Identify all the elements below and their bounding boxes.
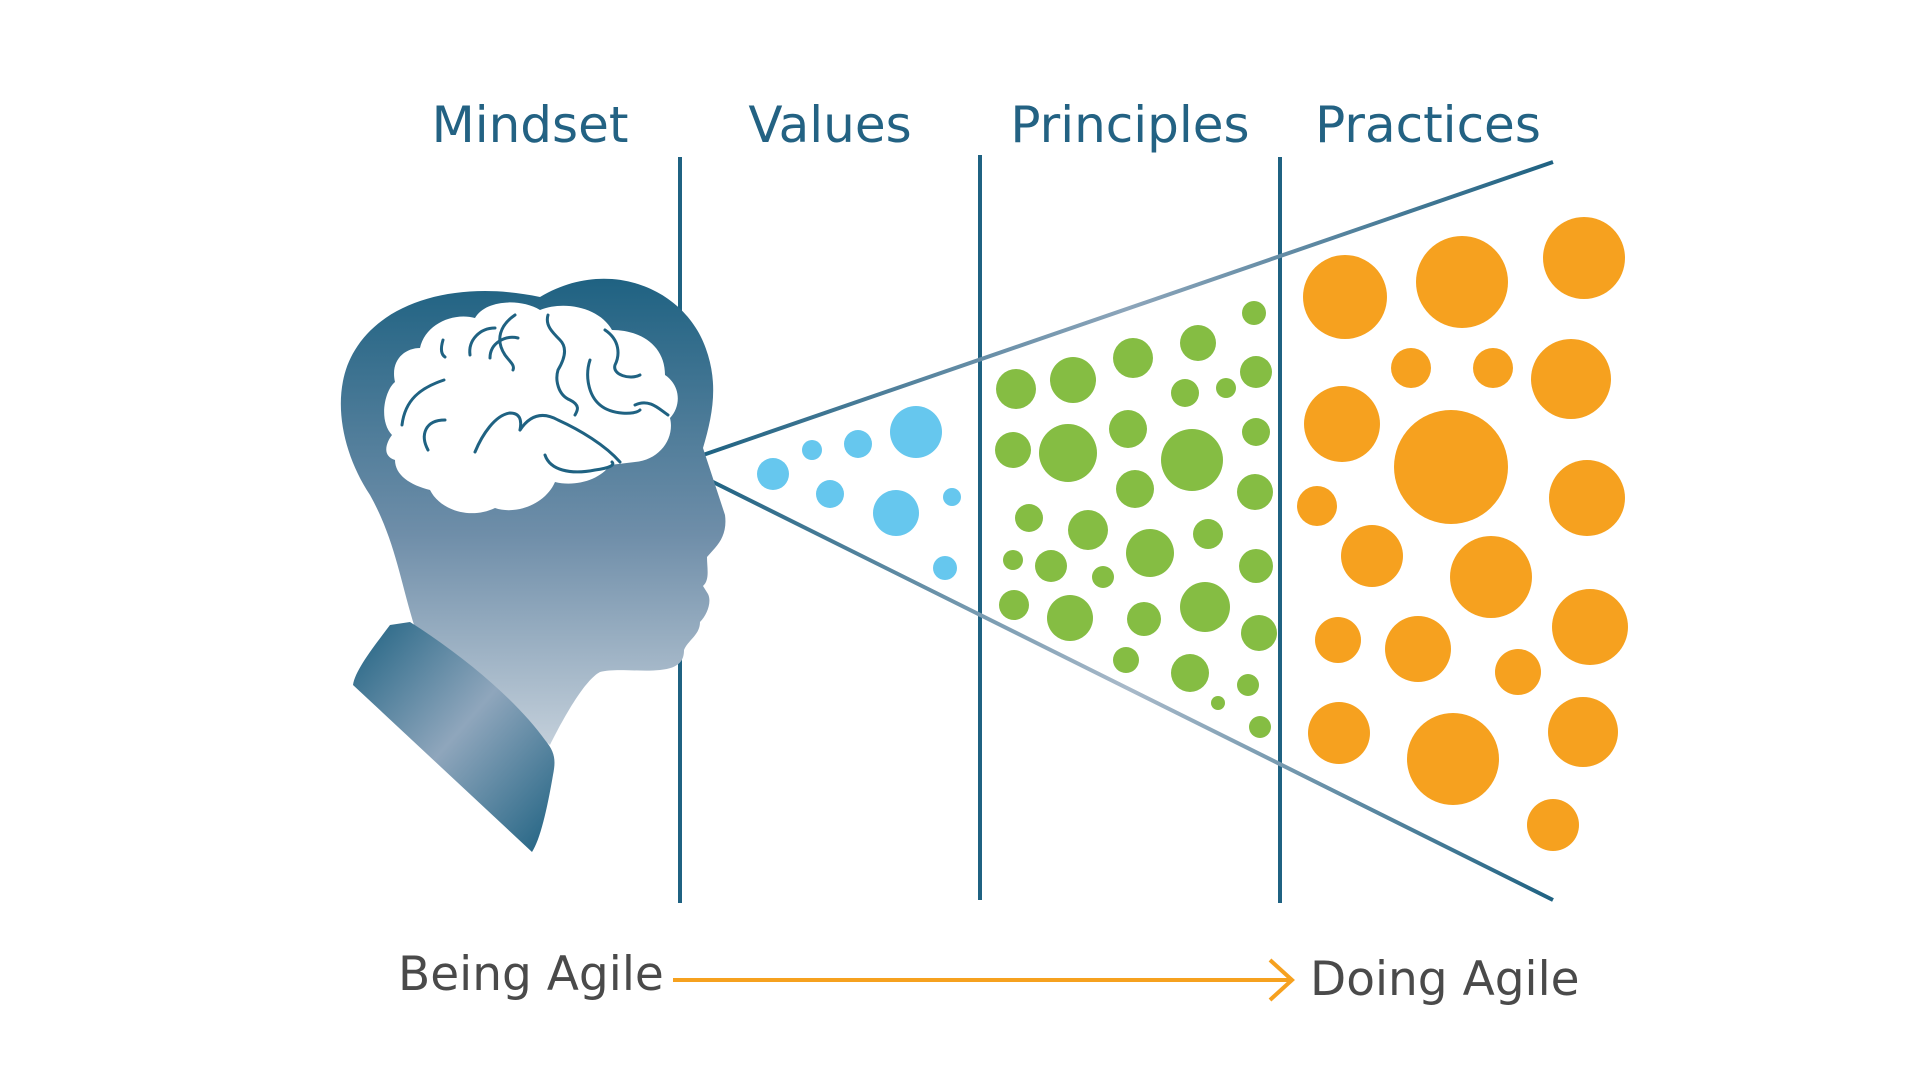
principles-dot [1113,338,1153,378]
stage-label-practices: Practices [1315,96,1541,154]
right-arrow-icon [673,960,1292,1000]
principles-dot [999,590,1029,620]
principles-dot [1171,654,1209,692]
practices-dot [1416,236,1508,328]
vision-beam-bottom-edge [703,477,1553,900]
practices-dot [1552,589,1628,665]
principles-dot [1211,696,1225,710]
principles-dot [1239,549,1273,583]
practices-dot [1303,255,1387,339]
practices-dot [1495,649,1541,695]
principles-dot [1035,550,1067,582]
values-dot [890,406,942,458]
principles-dot [1237,474,1273,510]
practices-dot [1548,697,1618,767]
practices-dot [1308,702,1370,764]
principles-dot [995,432,1031,468]
principles-dot [1237,674,1259,696]
values-dot [933,556,957,580]
being-agile-label: Being Agile [398,947,664,1002]
principles-dot [1015,504,1043,532]
practices-dot [1394,410,1508,524]
principles-dot [1161,429,1223,491]
principles-dot [1241,615,1277,651]
stage-label-mindset: Mindset [432,96,629,154]
practices-dot [1473,348,1513,388]
principles-dot [1171,379,1199,407]
practices-dot [1385,616,1451,682]
values-dot [757,458,789,490]
practices-dot [1527,799,1579,851]
principles-dot [1240,356,1272,388]
doing-agile-label: Doing Agile [1310,952,1580,1007]
practices-dot [1341,525,1403,587]
principles-dot [1216,378,1236,398]
principles-dot [1127,602,1161,636]
stage-label-values: Values [748,96,911,154]
values-dot [816,480,844,508]
principles-dot [1242,418,1270,446]
stage-label-principles: Principles [1010,96,1249,154]
practices-dot [1315,617,1361,663]
practices-dot [1450,536,1532,618]
practices-dot [1543,217,1625,299]
principles-dot [1003,550,1023,570]
principles-dot [1109,410,1147,448]
principles-dot [1068,510,1108,550]
principles-dot [1050,357,1096,403]
principles-dots [995,301,1277,738]
values-dot [844,430,872,458]
practices-dot [1531,339,1611,419]
principles-dot [1126,529,1174,577]
principles-dot [1113,647,1139,673]
principles-dot [1092,566,1114,588]
principles-dot [1047,595,1093,641]
principles-dot [1180,582,1230,632]
practices-dot [1304,386,1380,462]
principles-dot [1249,716,1271,738]
values-dot [802,440,822,460]
practices-dot [1407,713,1499,805]
values-dot [873,490,919,536]
principles-dot [996,369,1036,409]
principles-dot [1242,301,1266,325]
practices-dots [1297,217,1628,851]
values-dot [943,488,961,506]
practices-dot [1297,486,1337,526]
principles-dot [1193,519,1223,549]
principles-dot [1180,325,1216,361]
principles-dot [1039,424,1097,482]
principles-dot [1116,470,1154,508]
practices-dot [1549,460,1625,536]
practices-dot [1391,348,1431,388]
